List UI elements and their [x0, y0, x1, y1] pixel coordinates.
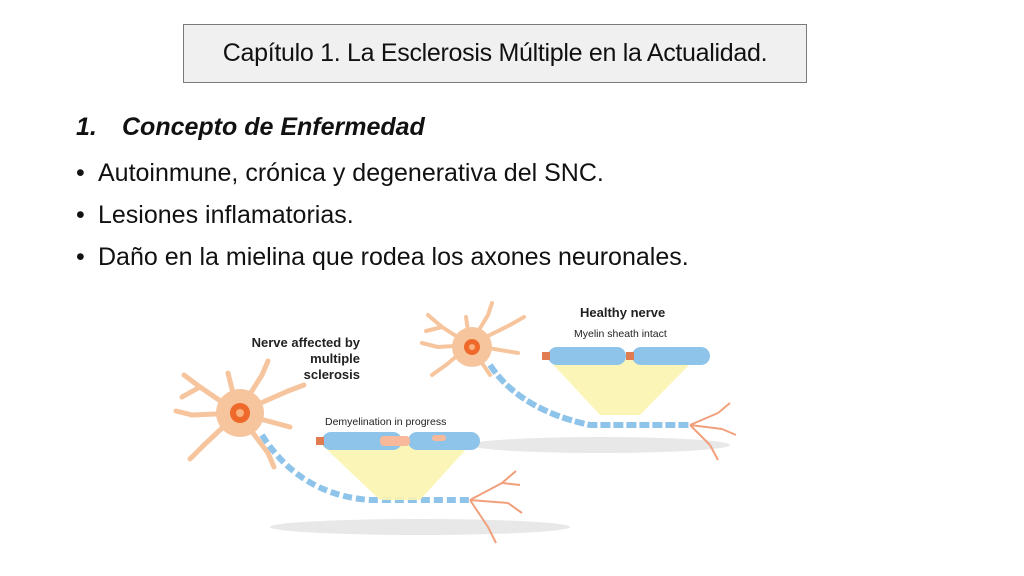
- section-heading: 1. Concepto de Enfermedad: [76, 113, 425, 142]
- label-affected-line3: sclerosis: [304, 367, 360, 382]
- bullet-text: Autoinmune, crónica y degenerativa del S…: [98, 159, 604, 187]
- bullet-marker: •: [76, 243, 85, 271]
- heading-number: 1.: [76, 113, 97, 141]
- bullet-item: • Daño en la mielina que rodea los axones…: [76, 239, 689, 281]
- label-affected-line2: multiple: [310, 351, 360, 366]
- label-demyelination: Demyelination in progress: [325, 416, 446, 428]
- label-affected-line1: Nerve affected by: [252, 335, 361, 350]
- label-healthy-nerve: Healthy nerve: [580, 305, 665, 320]
- bullet-item: • Autoinmune, crónica y degenerativa del …: [76, 155, 689, 197]
- nerve-illustration-svg: Healthy nerve Myelin sheath intact Nerve…: [173, 301, 737, 544]
- bullet-list: • Autoinmune, crónica y degenerativa del …: [76, 155, 689, 281]
- shadow-healthy: [470, 437, 730, 453]
- healthy-myelin-segment: [548, 347, 626, 365]
- bullet-marker: •: [76, 159, 85, 187]
- label-myelin-intact: Myelin sheath intact: [574, 328, 667, 340]
- heading-text: Concepto de Enfermedad: [122, 113, 425, 141]
- affected-magnify-cone: [322, 445, 470, 500]
- bullet-item: • Lesiones inflamatorias.: [76, 197, 689, 239]
- slide-title-box: Capítulo 1. La Esclerosis Múltiple en la…: [183, 24, 807, 83]
- affected-myelin-segment: [322, 432, 402, 450]
- bullet-text: Daño en la mielina que rodea los axones …: [98, 243, 689, 271]
- bullet-marker: •: [76, 201, 85, 229]
- healthy-myelin-segment: [632, 347, 710, 365]
- nerve-illustration: Healthy nerve Myelin sheath intact Nerve…: [170, 295, 740, 565]
- healthy-neuron: [420, 301, 737, 461]
- slide-title: Capítulo 1. La Esclerosis Múltiple en la…: [222, 39, 768, 67]
- healthy-magnify-cone: [548, 359, 695, 415]
- shadow-affected: [270, 519, 570, 535]
- affected-myelin-segment: [408, 432, 480, 450]
- bullet-text: Lesiones inflamatorias.: [98, 201, 354, 229]
- affected-neuron: [173, 358, 523, 544]
